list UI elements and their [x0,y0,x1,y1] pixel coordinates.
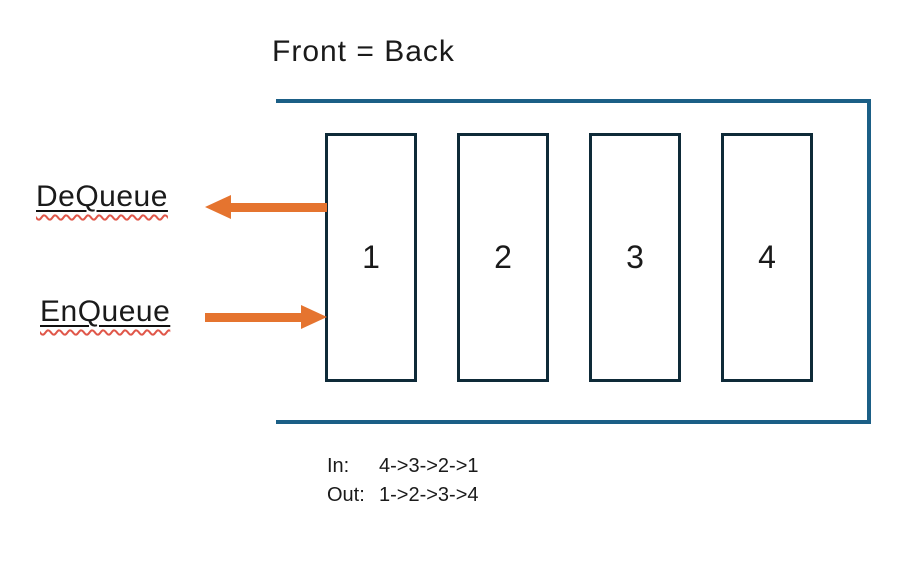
spellcheck-squiggle: DeQueue [36,180,168,213]
enqueue-arrow-right-icon [205,305,327,329]
dequeue-label: DeQueue [36,180,168,214]
enqueue-label-text: EnQueue [40,295,171,328]
cell-value: 4 [758,239,776,275]
dequeue-arrow-left-icon [205,195,327,219]
in-order-value: 4->3->2->1 [379,455,479,477]
legend-out-row: Out: 1->2->3->4 [327,481,479,510]
in-label: In: [327,455,350,477]
queue-cell: 2 [457,133,549,382]
enqueue-label: EnQueue [40,295,170,329]
queue-cell: 1 [325,133,417,382]
queue-cell: 4 [721,133,813,382]
cell-value: 1 [362,239,380,275]
legend-in-row: In: 4->3->2->1 [327,452,479,481]
in-out-legend: In: 4->3->2->1 Out: 1->2->3->4 [327,452,479,510]
queue-container-outline [276,99,871,424]
out-label: Out: [327,484,365,506]
arrow-head-right [301,305,327,329]
arrow-head-left [205,195,231,219]
diagram-title: Front = Back [272,35,455,68]
queue-cell: 3 [589,133,681,382]
dequeue-label-text: DeQueue [36,180,168,213]
arrow-shaft [205,312,301,322]
spellcheck-squiggle: EnQueue [40,295,170,328]
cell-value: 2 [494,239,512,275]
arrow-shaft [231,202,327,212]
queue-cells: 1 2 3 4 [325,133,813,382]
out-order-value: 1->2->3->4 [379,484,479,506]
cell-value: 3 [626,239,644,275]
